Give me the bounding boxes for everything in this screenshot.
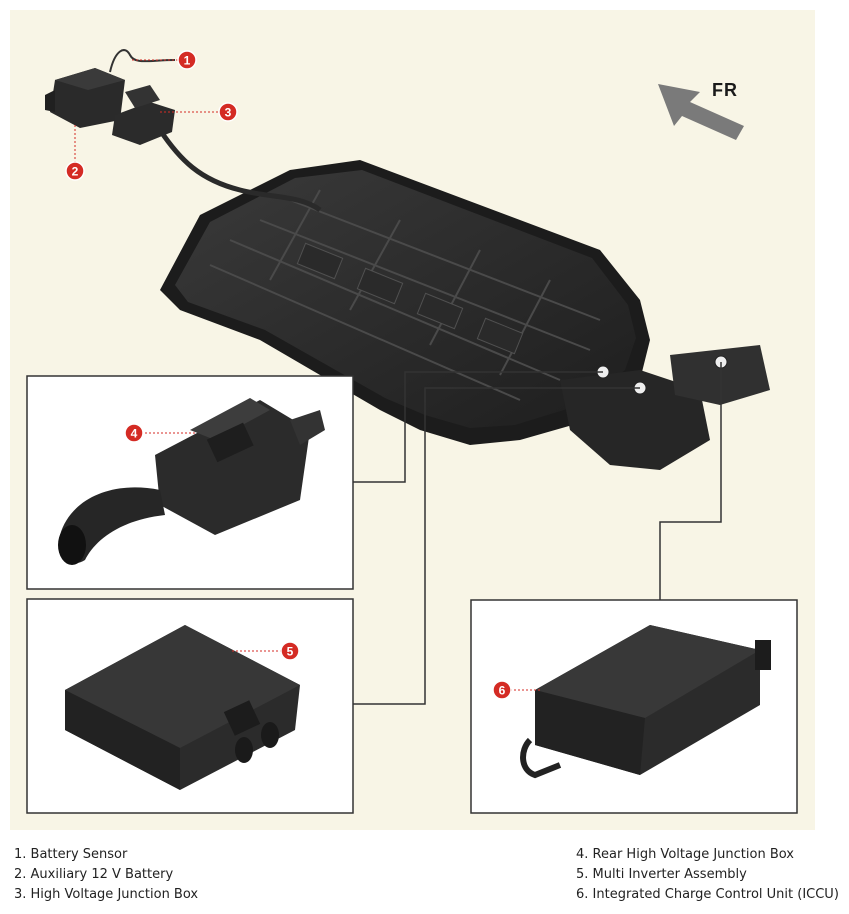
hv-junction-box [112,85,175,145]
legend-item-rear-hv-junction-box: 4. Rear High Voltage Junction Box [576,847,794,862]
multi-inverter-component [65,625,300,790]
callout-6: 6 [492,680,512,700]
legend-item-iccu: 6. Integrated Charge Control Unit (ICCU) [576,887,839,902]
callout-1: 1 [177,50,197,70]
legend-item-auxiliary-battery: 2. Auxiliary 12 V Battery [14,867,174,882]
battery-sensor-wire [109,49,176,73]
auxiliary-battery [45,68,125,128]
callout-3-number: 3 [225,106,232,120]
orientation-label: FR [712,80,738,100]
forward-arrow-icon [658,84,744,140]
legend-item-battery-sensor: 1. Battery Sensor [14,847,128,862]
callout-2: 2 [65,161,85,181]
legend-left: 1. Battery Sensor 2. Auxiliary 12 V Batt… [14,845,198,905]
callout-5-number: 5 [287,645,294,659]
callout-4-number: 4 [131,427,138,441]
rear-hv-junction-box-component [58,398,325,565]
legend-item-hv-junction-box: 3. High Voltage Junction Box [14,887,199,902]
iccu-component [520,625,771,779]
legend-item-multi-inverter: 5. Multi Inverter Assembly [576,867,747,882]
callout-2-number: 2 [72,165,79,179]
callout-3: 3 [218,102,238,122]
hv-cable [157,128,322,213]
callout-5: 5 [280,641,300,661]
battery-pack [160,160,770,470]
callout-4: 4 [124,423,144,443]
callout-1-number: 1 [184,54,191,68]
callout-6-number: 6 [499,684,506,698]
legend-right: 4. Rear High Voltage Junction Box 5. Mul… [576,845,839,905]
